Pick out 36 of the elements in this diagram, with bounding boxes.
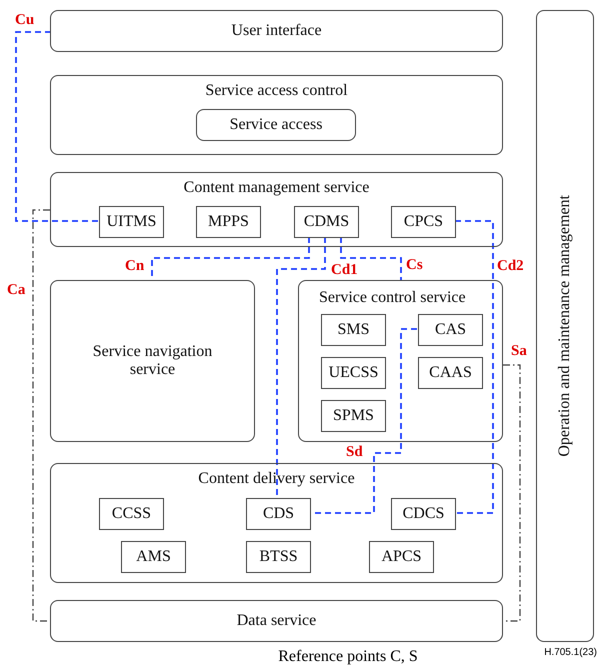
- module-box: CDCS: [391, 498, 456, 530]
- module-box: CDMS: [294, 206, 359, 238]
- connector-line: [503, 364, 521, 622]
- module-box: AMS: [121, 541, 186, 573]
- connector-line: [32, 209, 50, 622]
- connector-line: [340, 237, 402, 280]
- service-box: [536, 10, 594, 642]
- service-box: Service access: [196, 109, 356, 141]
- box-title: Content management service: [182, 179, 370, 197]
- service-box: [50, 172, 503, 247]
- module-box: UECSS: [321, 357, 386, 389]
- service-box: [298, 280, 503, 442]
- module-box: SPMS: [321, 400, 386, 432]
- module-box: CPCS: [391, 206, 456, 238]
- service-box: Service navigation service: [50, 280, 255, 442]
- service-box: [50, 463, 503, 583]
- connector-line: [15, 31, 98, 222]
- module-box: APCS: [369, 541, 434, 573]
- module-box: CDS: [246, 498, 311, 530]
- box-title: Service control service: [319, 289, 466, 307]
- box-title: Operation and maintenance management: [556, 195, 574, 457]
- module-box: CAS: [418, 314, 483, 346]
- module-box: BTSS: [246, 541, 311, 573]
- service-box: [50, 75, 503, 155]
- box-title: Service access control: [204, 82, 349, 100]
- module-box: CCSS: [99, 498, 164, 530]
- box-title: Content delivery service: [197, 470, 356, 488]
- connector-line: [276, 237, 326, 497]
- module-box: SMS: [321, 314, 386, 346]
- connector-line: [455, 220, 494, 514]
- service-box: User interface: [50, 10, 503, 52]
- service-box: Data service: [50, 600, 503, 642]
- module-box: CAAS: [418, 357, 483, 389]
- module-box: MPPS: [196, 206, 261, 238]
- module-box: UITMS: [99, 206, 164, 238]
- caption: Reference points C, S: [277, 648, 419, 666]
